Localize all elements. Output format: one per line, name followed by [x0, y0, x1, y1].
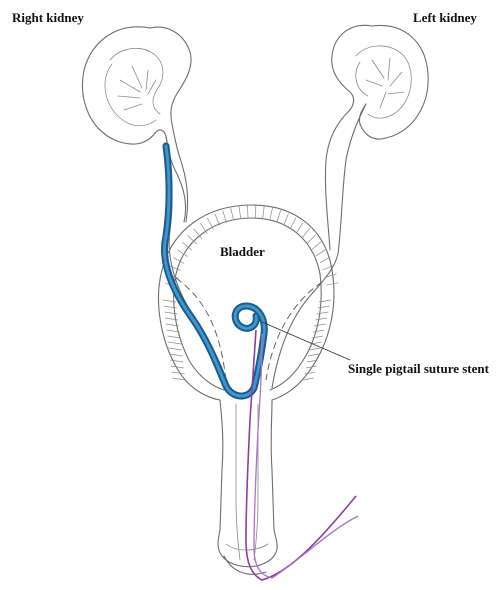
- bladder-wall-hatch-line: [263, 206, 265, 219]
- bladder-wall-hatch-line: [215, 214, 220, 226]
- bladder-wall-hatch-line: [169, 348, 182, 350]
- bladder-wall-hatch-line: [314, 324, 326, 326]
- stent-label-leader: [262, 322, 350, 360]
- left-kidney: [325, 25, 428, 254]
- bladder-label: Bladder: [220, 244, 265, 260]
- left-kidney-label: Left kidney: [413, 10, 477, 26]
- stent-highlight: [164, 146, 264, 396]
- bladder-wall-hatch-line: [309, 348, 320, 350]
- bladder-wall-hatch-line: [270, 208, 273, 221]
- bladder-wall-hatch-line: [327, 283, 339, 285]
- bladder-wall-hatch-line: [167, 336, 180, 338]
- left-ureter: [272, 254, 338, 388]
- bladder-wall-hatch-line: [169, 354, 182, 356]
- bladder-wall-hatch-line: [307, 235, 316, 244]
- bladder-wall-hatch-line: [170, 360, 183, 362]
- bladder-wall-hatch-line: [308, 354, 319, 356]
- bladder-wall-hatch-line: [290, 218, 296, 229]
- right-ureter: [166, 136, 230, 390]
- bladder-wall-hatch-line: [313, 330, 324, 332]
- bladder-wall-hatch-line: [302, 228, 310, 238]
- bladder-wall-hatch-line: [320, 257, 331, 263]
- bladder-wall-hatch-line: [317, 312, 329, 314]
- bladder-wall-hatch-line: [312, 336, 323, 338]
- bladder-wall-hatch-line: [207, 218, 213, 229]
- bladder-wall-hatch-line: [284, 214, 289, 226]
- bladder-wall-hatch-line: [305, 372, 316, 374]
- bladder-wall-hatch-line: [172, 372, 185, 374]
- suture-threads: [246, 330, 358, 580]
- bladder-wall-hatch-line: [168, 342, 181, 344]
- right-kidney: [83, 27, 192, 222]
- bladder-wall-hatch-line: [171, 366, 184, 368]
- bladder-wall-hatch-line: [315, 318, 327, 320]
- bladder-wall-hatching: [163, 205, 339, 380]
- pigtail-stent: [164, 146, 264, 396]
- right-kidney-label: Right kidney: [12, 10, 84, 26]
- bladder-wall-hatch-line: [255, 205, 256, 218]
- bladder-wall-hatch-line: [231, 208, 234, 221]
- bladder-wall-hatch-line: [296, 223, 303, 234]
- bladder-wall-hatch-line: [239, 206, 241, 219]
- bladder-wall-hatch-line: [318, 306, 330, 308]
- bladder-wall-hatch-line: [312, 242, 321, 250]
- bladder-wall-hatch-line: [247, 205, 248, 218]
- bladder-wall-hatch-line: [303, 378, 313, 380]
- bladder-wall-hatch-line: [164, 312, 177, 314]
- bladder-wall-hatch-line: [316, 249, 326, 256]
- stent-label: Single pigtail suture stent: [348, 361, 489, 377]
- bladder-wall-hatch-line: [164, 306, 177, 308]
- bladder-wall-hatch-line: [277, 210, 281, 222]
- bladder-wall-hatch-line: [165, 318, 178, 320]
- bladder-wall-hatch-line: [223, 210, 227, 222]
- bladder-wall-hatch-line: [173, 258, 184, 264]
